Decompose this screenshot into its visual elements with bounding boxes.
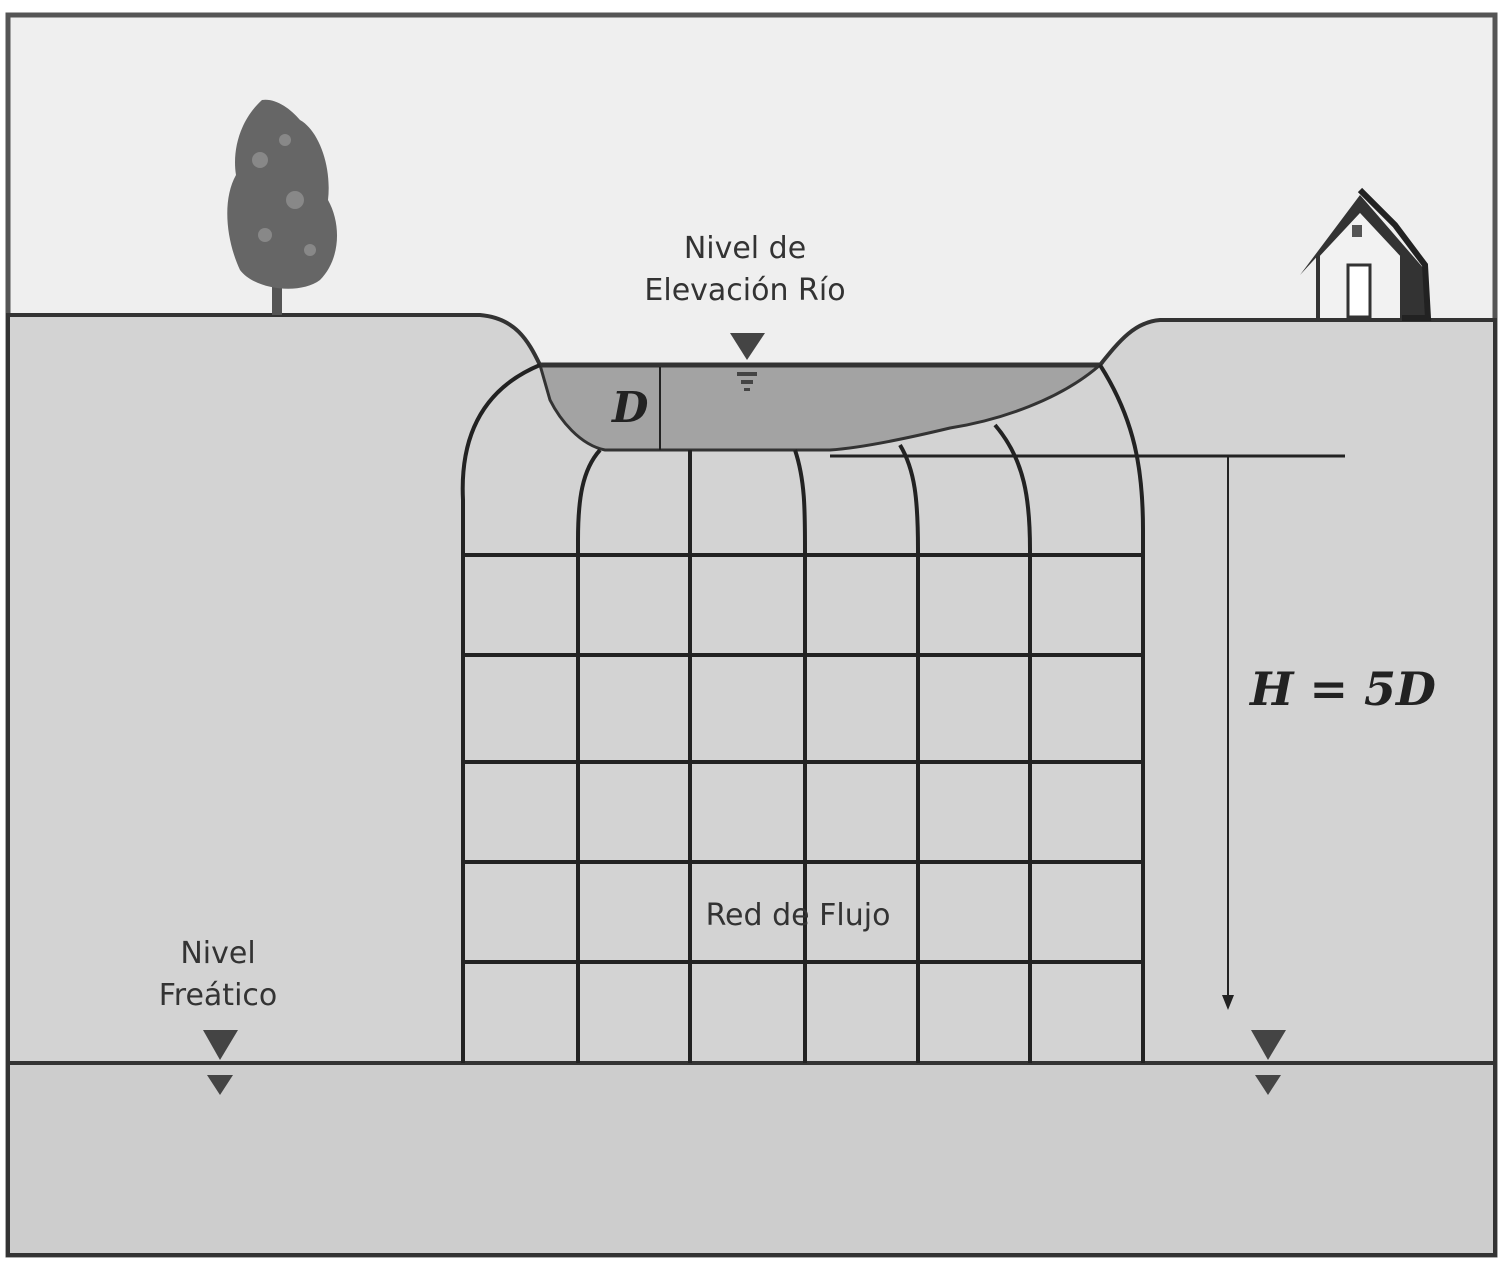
- flow-line: [793, 449, 807, 1063]
- equipotential-lines: [463, 553, 1143, 964]
- flow-line: [993, 423, 1032, 1063]
- tree-icon: [227, 99, 338, 315]
- flow-line: [460, 363, 541, 1063]
- flow-line: [1098, 363, 1145, 1063]
- house-icon: [1300, 187, 1432, 322]
- flow-net-label: Red de Flujo: [706, 898, 891, 933]
- water-table-triangle-icon: [203, 1030, 238, 1095]
- water-table-label-line1: Nivel: [180, 936, 255, 971]
- depth-label: D: [611, 383, 649, 432]
- bottom-layer: [6, 1061, 1497, 1257]
- river-level-label-line2: Elevación Río: [644, 273, 845, 308]
- river-level-label-line1: Nivel de: [684, 231, 806, 266]
- flow-line: [576, 448, 602, 1063]
- flow-line: [898, 443, 920, 1063]
- arrow-head-icon: [1222, 995, 1234, 1010]
- water-table-triangle-icon: [1251, 1030, 1286, 1095]
- water-level-triangle-icon: [730, 333, 765, 391]
- river-water: [538, 363, 1104, 452]
- water-table-label-line2: Freático: [159, 978, 278, 1013]
- height-label: H = 5D: [1248, 662, 1436, 716]
